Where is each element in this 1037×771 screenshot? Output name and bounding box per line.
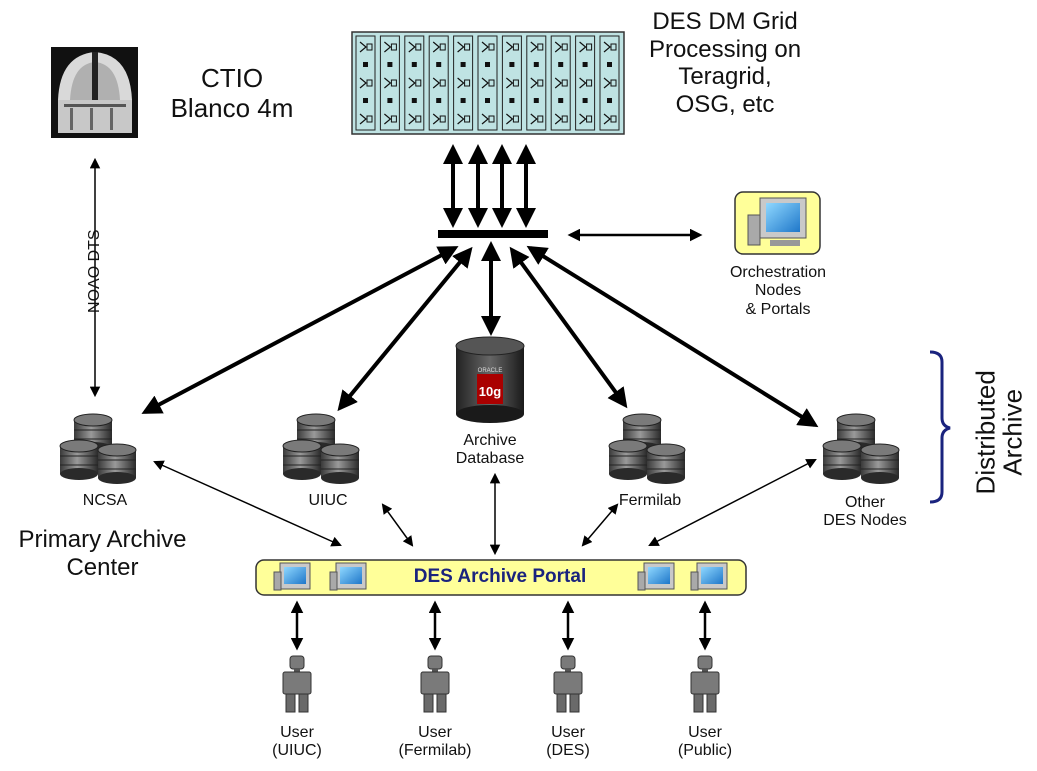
orchestration-monitor-icon <box>734 191 821 255</box>
user-label-uiuc: User (UIUC) <box>247 724 347 761</box>
user-label-des-line-2: (DES) <box>546 742 590 760</box>
hub-uiuc-arrow <box>337 246 473 412</box>
rack-unit <box>477 35 498 131</box>
connectors <box>89 144 819 651</box>
rack-unit <box>379 35 400 131</box>
grid-rack <box>351 31 625 135</box>
rack-unit <box>526 35 547 131</box>
storage-clusters <box>59 413 900 484</box>
archive-portal <box>255 559 747 596</box>
rack-unit <box>575 35 596 131</box>
uiuc-portal-arrow <box>381 503 414 547</box>
user-icon <box>690 655 720 713</box>
rack-unit <box>453 35 474 131</box>
primary-archive-line-2: Center <box>66 553 139 581</box>
orchestration-label-line-2: Nodes <box>754 282 802 300</box>
other-portal-arrow <box>648 459 817 546</box>
user-icon <box>420 655 450 713</box>
grid-title: DES DM Grid Processing on Teragrid, OSG,… <box>625 8 825 118</box>
user-label-des-line-1: User <box>551 724 585 741</box>
archive-portal-title: DES Archive Portal <box>413 566 587 587</box>
user-icon <box>553 655 583 713</box>
oracle-brand-text: ORACLE <box>478 368 503 374</box>
user-label-public-line-2: (Public) <box>677 742 733 760</box>
user-label-des: User (DES) <box>518 724 618 761</box>
telescope-title-line-2: Blanco 4m <box>170 92 294 123</box>
node-label-fermilab: Fermilab <box>618 492 682 509</box>
noao-dts-label: NOAO DTS <box>85 229 103 313</box>
user-label-fermilab-line-2: (Fermilab) <box>398 742 472 760</box>
fermilab-portal-arrow <box>581 503 619 547</box>
rack-unit <box>355 35 376 131</box>
telescope-title: CTIO Blanco 4m <box>152 63 312 124</box>
portal-monitors <box>273 562 728 591</box>
user-icon <box>282 655 312 713</box>
storage-cluster-other <box>822 413 900 484</box>
user-label-public-line-1: User <box>688 724 722 741</box>
user-label-fermilab: User (Fermilab) <box>385 724 485 761</box>
grid-title-line-3: Teragrid, <box>678 63 772 91</box>
rack-unit <box>404 35 425 131</box>
primary-archive-line-1: Primary Archive <box>18 526 187 553</box>
rack-columns <box>355 35 620 131</box>
archive-database-icon: ORACLE 10g <box>455 336 525 423</box>
oracle-version-text: 10g <box>479 384 501 399</box>
node-label-other-line-1: Other <box>844 494 885 511</box>
storage-cluster-fermilab <box>608 413 686 484</box>
hub-other-arrow <box>526 245 819 428</box>
node-label-uiuc: UIUC <box>308 492 348 509</box>
user-label-fermilab-line-1: User <box>418 724 452 741</box>
node-label-other-line-2: DES Nodes <box>823 512 907 530</box>
rack-unit <box>599 35 620 131</box>
telescope-title-line-1: CTIO <box>200 63 264 93</box>
archive-portal-bar <box>255 559 747 596</box>
orchestration-label-line-1: Orchestration <box>729 264 827 281</box>
ncsa-portal-arrow <box>153 460 342 547</box>
grid-title-line-1: DES DM Grid <box>652 8 798 35</box>
hub-ncsa-arrow <box>141 246 459 414</box>
database-label-line-1: Archive <box>463 432 517 449</box>
database-label: Archive Database <box>440 432 540 469</box>
user-label-uiuc-line-2: (UIUC) <box>272 742 322 760</box>
portal-monitor-icon <box>329 562 367 591</box>
storage-cluster-ncsa <box>59 413 137 484</box>
portal-monitor-icon <box>637 562 675 591</box>
user-label-public: User (Public) <box>655 724 755 761</box>
grid-title-line-4: OSG, etc <box>675 90 775 118</box>
telescope-icon <box>51 47 138 138</box>
node-label-ncsa: NCSA <box>82 492 128 509</box>
portal-monitor-icon <box>690 562 728 591</box>
rack-unit <box>501 35 522 131</box>
distributed-archive-line-2: Archive <box>998 388 1028 476</box>
primary-archive-label: Primary Archive Center <box>0 526 205 581</box>
user-label-uiuc-line-1: User <box>280 724 314 741</box>
distributed-archive-line-1: Distributed <box>970 370 1001 495</box>
distributed-brace <box>929 350 951 504</box>
network-hub-bar <box>438 230 548 238</box>
grid-title-line-2: Processing on <box>648 35 802 63</box>
portal-monitor-icon <box>273 562 311 591</box>
database-label-line-2: Database <box>455 450 525 468</box>
orchestration-label-line-3: & Portals <box>745 300 811 318</box>
distributed-archive-label: Distributed Archive <box>970 362 1028 502</box>
orchestration-label: Orchestration Nodes & Portals <box>708 264 848 319</box>
user-figures <box>282 655 720 713</box>
node-label-other: Other DES Nodes <box>810 494 920 531</box>
rack-unit <box>550 35 571 131</box>
storage-cluster-uiuc <box>282 413 360 484</box>
rack-unit <box>428 35 449 131</box>
